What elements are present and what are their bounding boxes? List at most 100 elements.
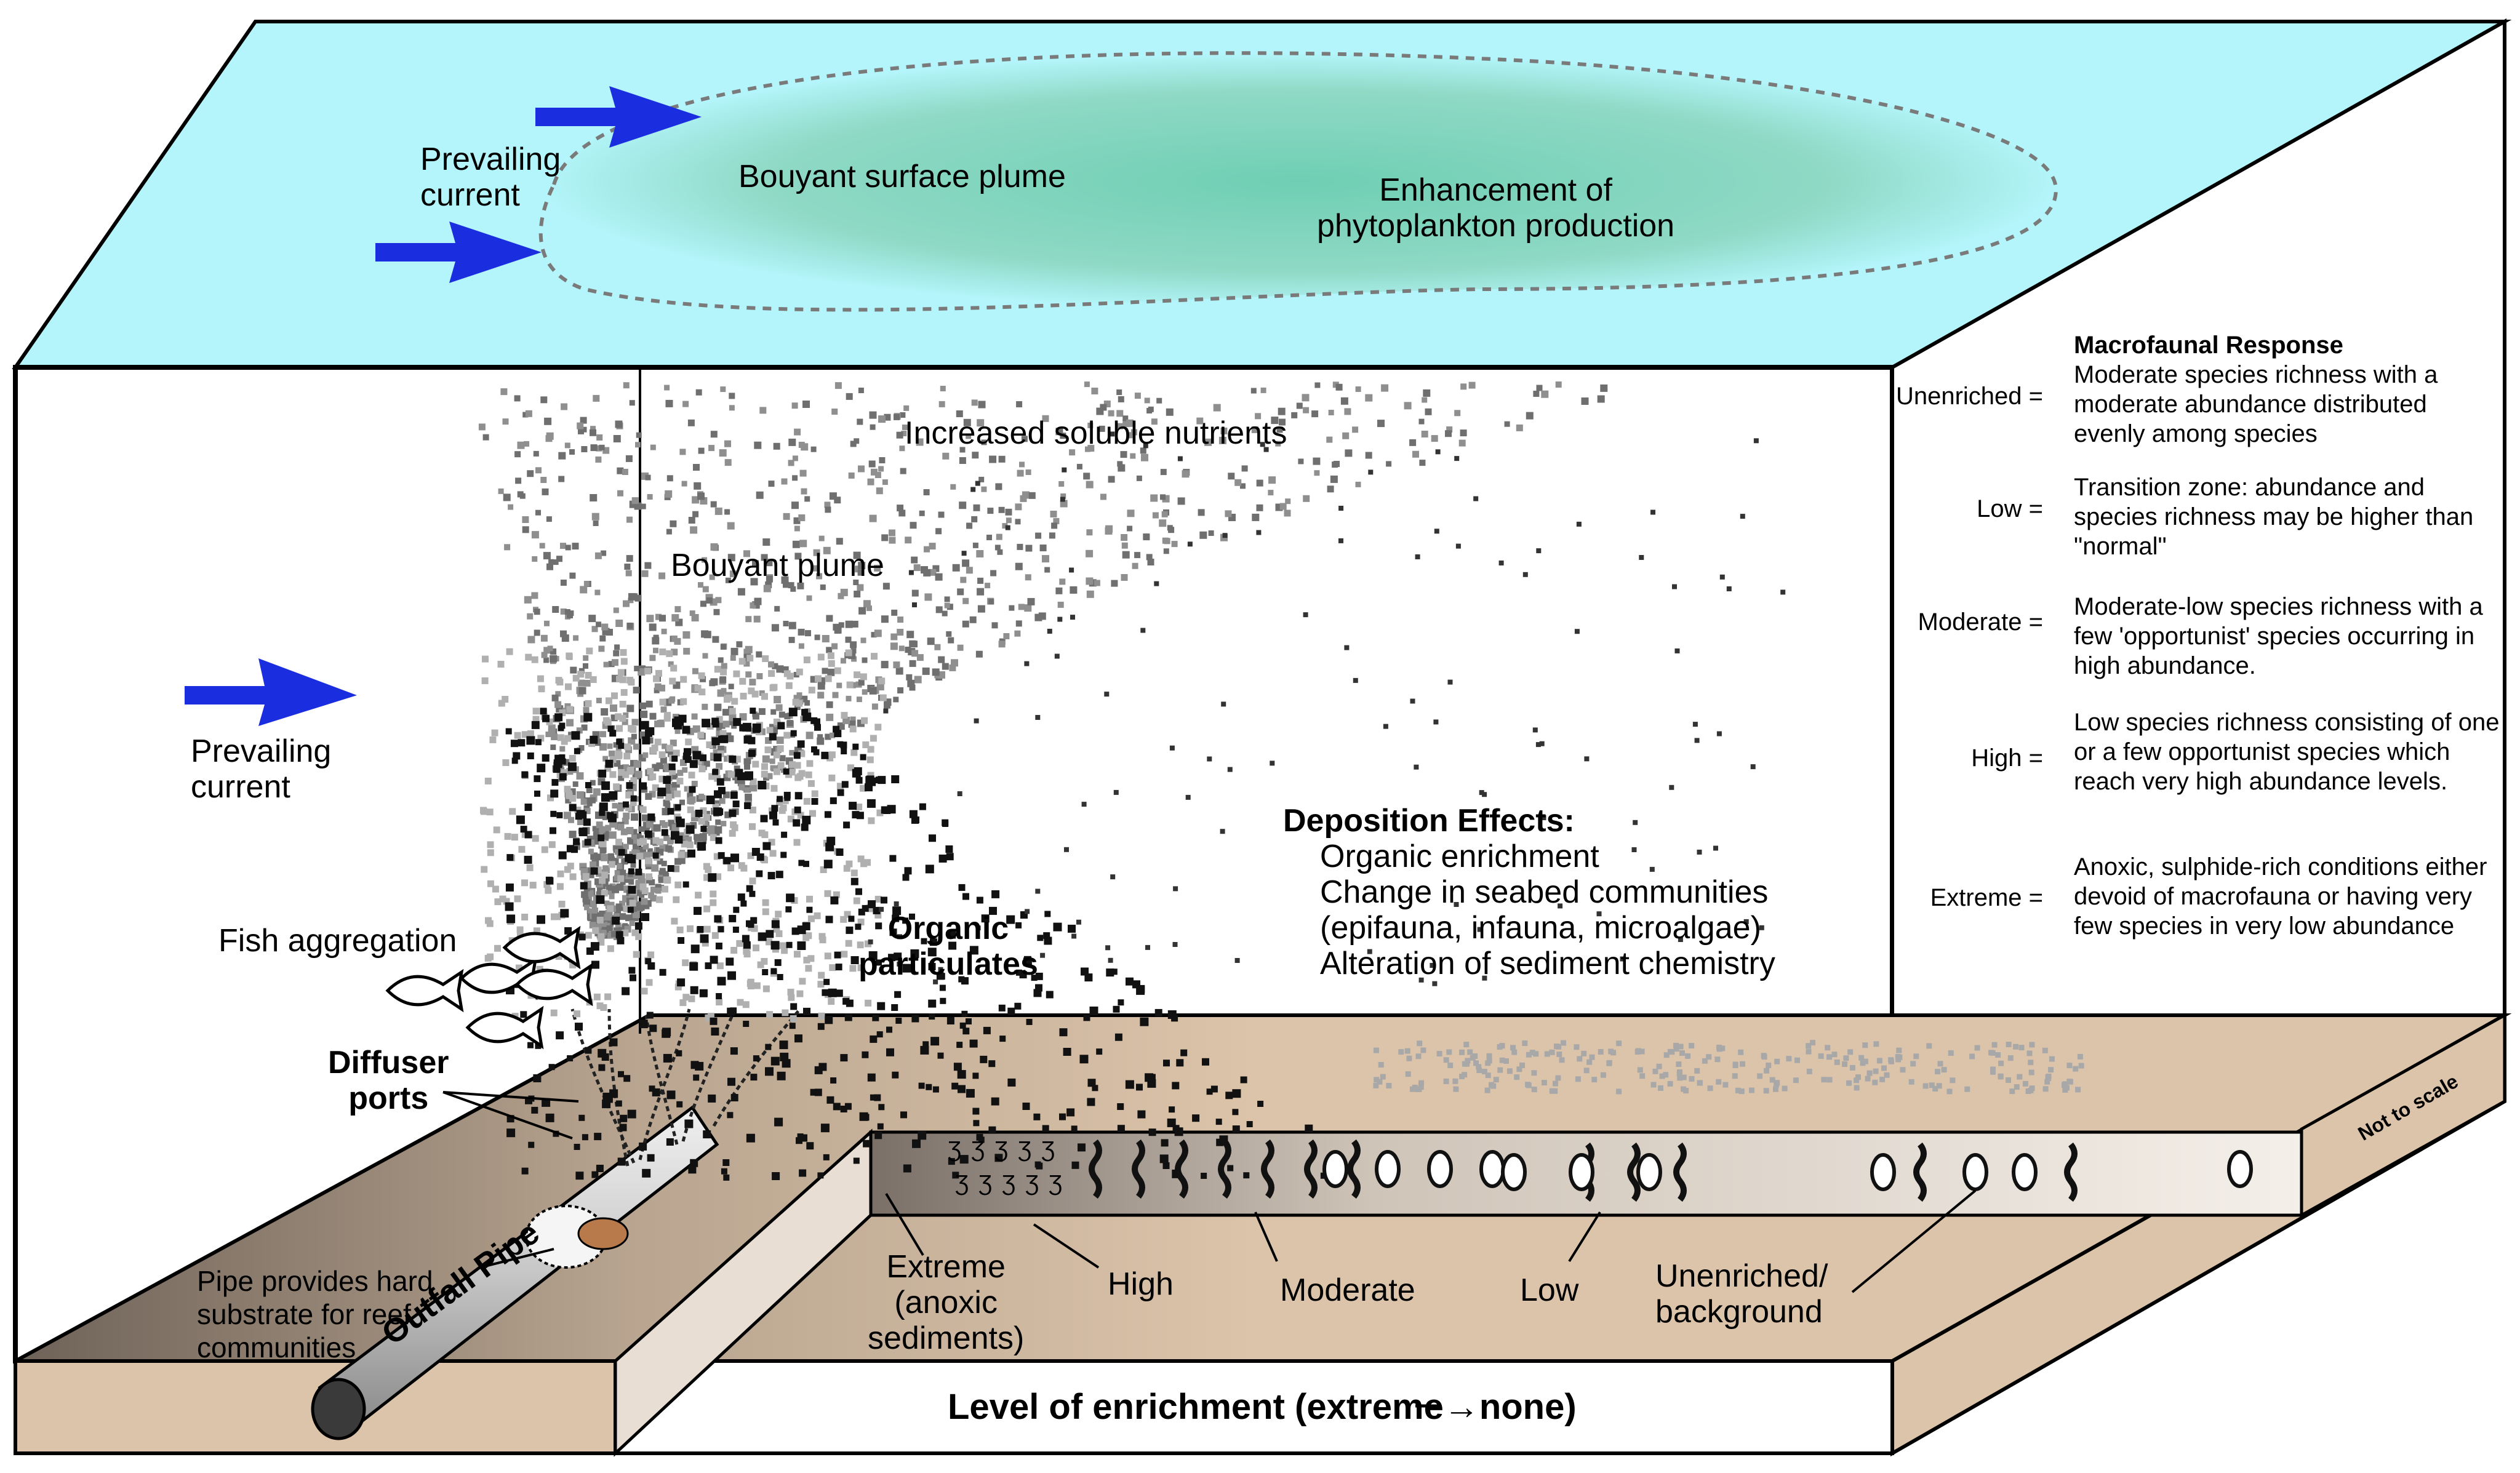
particle xyxy=(1600,1072,1606,1078)
particle xyxy=(630,795,637,802)
particle xyxy=(623,1075,631,1082)
particle xyxy=(608,661,615,668)
particle xyxy=(622,987,630,996)
particle xyxy=(721,688,727,694)
particle xyxy=(502,418,509,425)
particle xyxy=(2066,1063,2073,1069)
particle xyxy=(2025,1088,2031,1094)
particle xyxy=(896,431,903,439)
particle xyxy=(700,826,707,832)
particle xyxy=(627,766,634,773)
particle xyxy=(1406,1055,1412,1061)
particle xyxy=(870,735,877,742)
particle xyxy=(598,1064,606,1071)
particle xyxy=(842,997,850,1005)
particle xyxy=(560,580,567,586)
particle xyxy=(1103,401,1111,407)
particle xyxy=(609,821,616,828)
particle xyxy=(857,855,865,863)
particle xyxy=(932,668,940,676)
particle xyxy=(789,749,795,756)
particle xyxy=(738,862,745,869)
particle xyxy=(853,1157,860,1164)
particle xyxy=(583,655,589,661)
particle xyxy=(1586,1059,1593,1065)
particle xyxy=(743,941,751,949)
particle xyxy=(676,1101,683,1108)
particle xyxy=(875,776,882,784)
particle xyxy=(745,794,752,800)
particle xyxy=(668,661,674,667)
particle xyxy=(806,895,813,903)
particle xyxy=(918,1131,927,1140)
particle xyxy=(661,829,668,836)
particle xyxy=(710,741,717,749)
particle xyxy=(615,931,623,939)
particle xyxy=(569,795,577,802)
particle xyxy=(1256,504,1263,511)
particle xyxy=(1873,1041,1879,1047)
particle xyxy=(959,1155,969,1164)
particle xyxy=(540,634,548,642)
particle xyxy=(843,821,850,829)
particle xyxy=(630,777,638,784)
particle xyxy=(756,870,763,877)
particle xyxy=(601,781,610,790)
particle xyxy=(610,704,617,712)
particle xyxy=(504,544,511,551)
particle xyxy=(577,671,585,678)
particle xyxy=(1620,956,1625,962)
particle xyxy=(1141,453,1148,461)
particle xyxy=(542,714,550,722)
particle xyxy=(506,1128,516,1138)
particle xyxy=(1154,581,1159,586)
particle xyxy=(1463,1042,1470,1048)
particle xyxy=(855,776,863,784)
particle xyxy=(900,468,906,474)
particle xyxy=(576,727,583,734)
particle xyxy=(665,784,673,791)
particle xyxy=(671,649,678,656)
particle xyxy=(694,834,700,840)
particle xyxy=(607,932,614,939)
particle xyxy=(1843,1055,1849,1061)
particle xyxy=(962,597,969,604)
particle xyxy=(1081,967,1089,976)
particle xyxy=(828,988,837,997)
particle xyxy=(1455,543,1461,549)
particle xyxy=(729,809,737,817)
particle xyxy=(794,1034,802,1043)
particle xyxy=(687,806,694,813)
particle xyxy=(1415,1053,1422,1060)
particle xyxy=(487,849,494,856)
particle xyxy=(1086,529,1093,536)
particle xyxy=(1818,1053,1824,1059)
particle xyxy=(730,1047,738,1055)
particle xyxy=(551,779,559,786)
particle xyxy=(678,851,685,858)
particle xyxy=(613,650,620,657)
particle xyxy=(747,852,754,860)
particle xyxy=(561,403,568,410)
particle xyxy=(1377,1079,1383,1085)
particle xyxy=(1421,431,1428,437)
particle xyxy=(806,760,814,767)
particle xyxy=(655,884,662,890)
particle xyxy=(550,827,556,834)
particle xyxy=(596,698,602,703)
particle xyxy=(797,925,806,935)
particle xyxy=(828,660,835,667)
particle xyxy=(972,452,979,459)
small-worm: Ʒ xyxy=(994,1136,1008,1162)
particle xyxy=(802,401,810,408)
particle xyxy=(1338,538,1343,543)
particle xyxy=(590,867,598,875)
particle xyxy=(588,891,594,897)
particle xyxy=(559,773,567,781)
particle xyxy=(840,741,847,749)
particle xyxy=(557,734,564,741)
particle xyxy=(844,1013,852,1021)
particle xyxy=(519,493,526,499)
